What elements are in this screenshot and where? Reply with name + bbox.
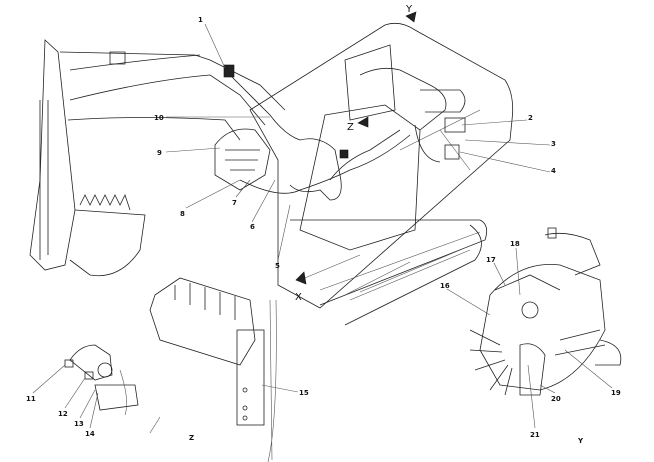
callout-15: 15 [299,389,309,397]
callout-3: 3 [551,140,556,148]
callout-5: 5 [275,262,280,270]
solenoid-assembly-drawing [64,344,139,416]
callout-20: 20 [551,395,561,403]
view-caption-y: Y [577,437,584,445]
callout-14: 14 [85,430,95,438]
callout-12: 12 [58,410,68,418]
view-marker-x: X [295,292,302,303]
view-caption-z: Z [189,434,194,442]
view-marker-z: Z [347,122,354,133]
callout-17: 17 [486,256,496,264]
callout-18: 18 [510,240,520,248]
engine-drawing [469,227,622,396]
callout-11: 11 [26,395,36,403]
view-marker-y: Y [405,4,413,15]
callout-13: 13 [74,420,84,428]
callout-7: 7 [232,199,237,207]
arrow-z-icon [357,116,369,128]
arrow-x-icon [295,271,307,285]
callout-1: 1 [198,16,203,24]
arrow-y-icon [405,11,417,23]
control-valve-drawing [149,277,277,462]
guide-lines [149,261,411,434]
leader-lines [32,23,613,429]
excavator-boom-arm [29,39,286,277]
callout-9: 9 [157,149,162,157]
callout-4: 4 [551,167,556,175]
callout-10: 10 [154,114,164,122]
callout-2: 2 [528,114,533,122]
excavator-upper-structure [249,22,514,326]
callout-labels: 1 2 3 4 5 6 7 8 9 10 11 12 13 14 15 16 1… [26,4,621,445]
callout-21: 21 [530,431,540,439]
harness-and-components [214,11,466,285]
callout-6: 6 [250,223,255,231]
callout-16: 16 [440,282,450,290]
callout-8: 8 [180,210,185,218]
callout-19: 19 [611,389,621,397]
